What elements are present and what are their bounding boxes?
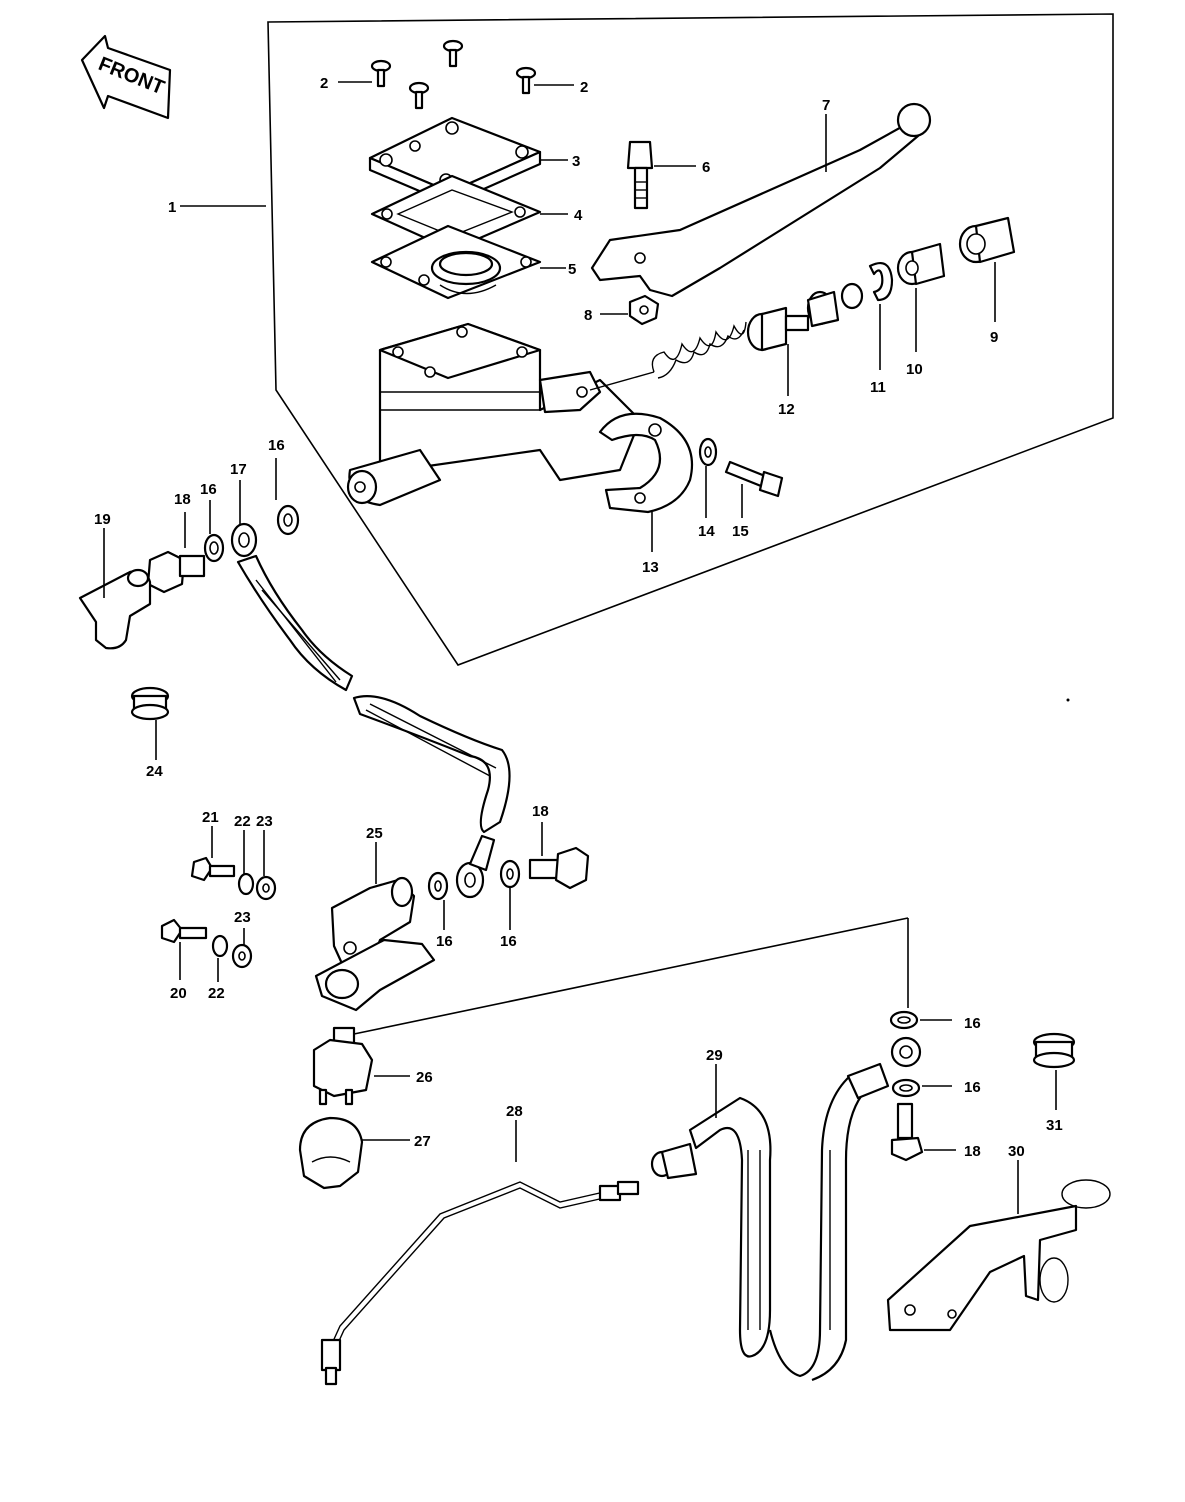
- callout: 2: [580, 79, 588, 96]
- banjo-bolt-upper: [146, 550, 206, 594]
- callout: 1: [168, 199, 176, 216]
- callout: 10: [906, 361, 923, 378]
- callout: 25: [366, 825, 383, 842]
- callout: 16: [436, 933, 453, 950]
- banjo-bolt-middle: [528, 846, 590, 890]
- front-arrow-icon: FRONT: [80, 34, 172, 120]
- brake-hose-upper: [352, 695, 511, 834]
- callout: 4: [574, 207, 583, 224]
- assembly-outline: [267, 13, 1114, 666]
- mount-bolt-upper: [190, 856, 236, 882]
- callout: 2: [320, 75, 328, 92]
- callout: 16: [500, 933, 517, 950]
- callout: 18: [532, 803, 549, 820]
- callout: 15: [732, 523, 749, 540]
- callout: 19: [94, 511, 111, 528]
- callout: 16: [964, 1015, 981, 1032]
- callout: 7: [822, 97, 830, 114]
- callout: 18: [964, 1143, 981, 1160]
- brake-hose-lower: [650, 1036, 922, 1382]
- callout: 18: [174, 491, 191, 508]
- callout: 28: [506, 1103, 523, 1120]
- lock-washer-lower: [211, 934, 229, 958]
- callout: 20: [170, 985, 187, 1002]
- handlebar-clamp: [598, 412, 694, 514]
- callout: 16: [268, 437, 285, 454]
- piston-assembly: [746, 282, 864, 352]
- reservoir-hose: [236, 554, 354, 692]
- clamp-bolt: [724, 460, 784, 498]
- cap-screws: [370, 39, 537, 110]
- callout: 11: [870, 379, 886, 396]
- callout: 3: [572, 153, 580, 170]
- callout: 29: [706, 1047, 723, 1064]
- callout: 13: [642, 559, 659, 576]
- callout: 14: [698, 523, 715, 540]
- callout: 31: [1046, 1117, 1063, 1134]
- hose-bracket: [886, 1179, 1111, 1332]
- brake-pipe: [320, 1180, 640, 1386]
- callout: 17: [230, 461, 247, 478]
- callout: 8: [584, 307, 592, 324]
- mount-bolt-lower: [160, 918, 208, 944]
- callout: 6: [702, 159, 710, 176]
- master-cylinder-body: [346, 322, 642, 507]
- lever-pivot-bolt: [626, 140, 654, 210]
- grommet-2: [1032, 1032, 1076, 1069]
- callout: 26: [416, 1069, 433, 1086]
- callout: 16: [964, 1079, 981, 1096]
- callout: 21: [202, 809, 219, 826]
- brake-union: [314, 876, 436, 1012]
- banjo-bolt-lower: [890, 1102, 924, 1162]
- callout: 27: [414, 1133, 431, 1150]
- lever-nut: [628, 294, 660, 326]
- callout: 22: [208, 985, 225, 1002]
- piston-spring: [589, 321, 747, 391]
- callout: 5: [568, 261, 576, 278]
- brake-light-switch: [312, 1026, 374, 1106]
- callout: 24: [146, 763, 163, 780]
- retaining-clip: [868, 262, 894, 302]
- dust-seal: [896, 242, 946, 286]
- clamp-washer: [698, 437, 718, 467]
- callout: 23: [234, 909, 251, 926]
- callout: 22: [234, 813, 251, 830]
- brake-lever: [590, 102, 932, 298]
- callout: 30: [1008, 1143, 1025, 1160]
- lever-boot: [958, 216, 1016, 264]
- diaphragm: [370, 224, 542, 300]
- callout: 16: [200, 481, 217, 498]
- callout: 23: [256, 813, 273, 830]
- fluid-reservoir: [78, 568, 152, 650]
- callout: 12: [778, 401, 795, 418]
- grommet: [130, 686, 170, 721]
- callout: 9: [990, 329, 998, 346]
- switch-cover: [298, 1116, 364, 1190]
- lock-washer-upper: [237, 872, 255, 896]
- callout-labels: 1 2 2 3 4 5 6 7 8 9 10 11 12 13 14 15 16…: [94, 75, 1063, 1160]
